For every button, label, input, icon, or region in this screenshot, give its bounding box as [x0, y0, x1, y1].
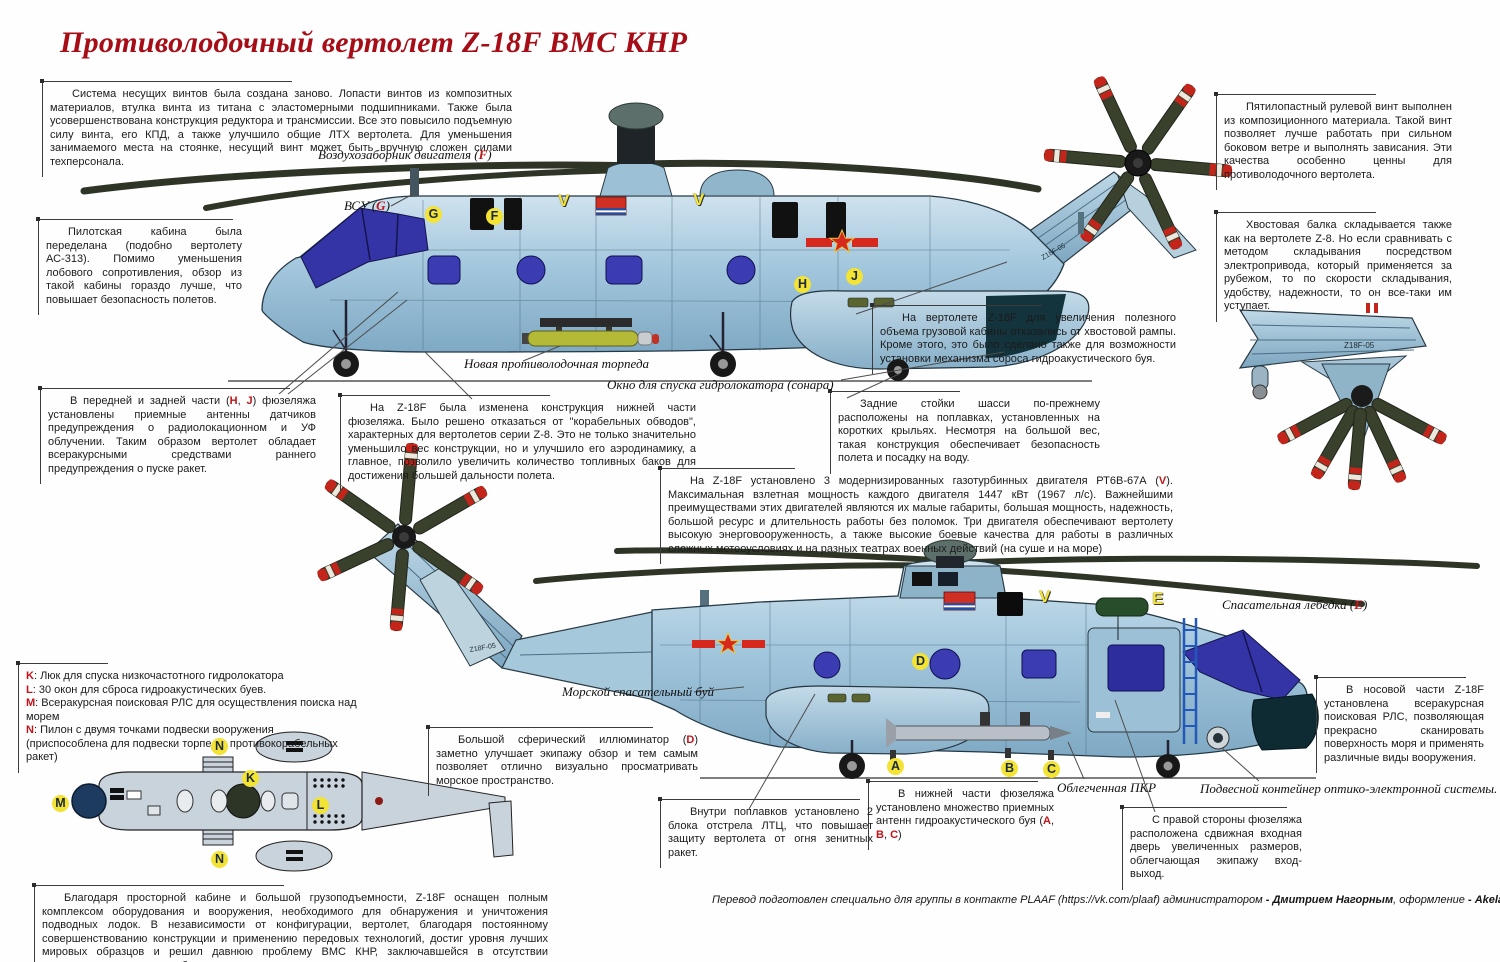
note-tail-fold: Хвостовая балка складывается также как н…: [1214, 210, 1452, 321]
part-label-H: H: [794, 276, 811, 293]
part-label-F: F: [486, 208, 503, 225]
note-illuminator: Большой сферический иллюминатор (D) заме…: [426, 725, 698, 796]
part-label-V: V: [693, 190, 705, 209]
caption-apu: ВСУ (G): [344, 198, 390, 213]
part-label-L: L: [312, 797, 329, 814]
part-label-J: J: [846, 268, 863, 285]
leader-lines: [278, 193, 1260, 813]
part-label-K: K: [242, 770, 259, 787]
part-label-N: N: [211, 738, 228, 755]
note-summary: Благодаря просторной кабине и большой гр…: [32, 883, 548, 962]
note-nose-radar: В носовой части Z-18F установлена всерак…: [1314, 675, 1484, 773]
credit-line: Перевод подготовлен специально для групп…: [712, 894, 1500, 906]
registration-detail: Z18F-05: [1344, 341, 1375, 350]
note-rotor-system: Система несущих винтов была создана зано…: [40, 79, 512, 177]
part-label-E: E: [1152, 589, 1164, 608]
note-landing-gear: Задние стойки шасси по-прежнему располож…: [828, 389, 1100, 473]
side-view-bottom: Z18F-05: [315, 442, 1480, 779]
caption-pkr: Облегченная ПКР: [1057, 780, 1157, 795]
registration-bottom: Z18F-05: [469, 642, 496, 654]
caption-sea-buoy: Морской спасательный буй: [562, 684, 715, 699]
note-buoy-antennas: В нижней части фюзеляжа установлено множ…: [866, 779, 1054, 850]
side-view-top: Z18F-05: [80, 74, 1233, 382]
note-tail-rotor: Пятилопастный рулевой винт выполнен из к…: [1214, 92, 1452, 190]
caption-torpedo: Новая противолодочная торпеда: [464, 356, 650, 371]
note-cockpit: Пилотская кабина была переделана (подобн…: [36, 217, 242, 315]
note-engines: На Z-18F установлено 3 модернизированных…: [658, 466, 1173, 564]
part-label-C: C: [1043, 761, 1060, 778]
caption-engine-intake: Воздухозаборник двигателя (F): [318, 147, 492, 162]
page-title: Противолодочный вертолет Z-18F ВМС КНР: [60, 26, 688, 59]
note-hj-antennas: В передней и задней части (H, J) фюзеляж…: [38, 386, 316, 484]
note-lower-fuselage: На Z-18F была изменена конструкция нижне…: [338, 393, 696, 491]
part-label-A: A: [887, 758, 904, 775]
part-label-V: V: [558, 191, 570, 210]
caption-winch: Спасательная лебедка (E): [1222, 597, 1368, 612]
caption-optic-pod: Подвесной контейнер оптико-электронной с…: [1200, 781, 1498, 796]
plan-view: [71, 731, 514, 872]
part-label-M: M: [52, 795, 69, 812]
part-label-V: V: [1039, 587, 1051, 606]
part-label-B: B: [1001, 760, 1018, 777]
note-ltc: Внутри поплавков установлено 2 блока отс…: [658, 797, 873, 868]
caption-sonar-window: Окно для спуска гидролокатора (сонара): [607, 377, 834, 392]
legend-klmn: K: Люк для спуска низкочастотного гидрол…: [16, 661, 358, 772]
note-door: С правой стороны фюзеляжа расположена сд…: [1120, 805, 1302, 889]
folded-tail-detail: Z18F-05: [1238, 303, 1449, 491]
part-label-N: N: [211, 851, 228, 868]
part-label-D: D: [912, 653, 929, 670]
part-label-G: G: [425, 206, 442, 223]
note-ramp: На вертолете Z-18F для увеличения полезн…: [870, 303, 1176, 374]
